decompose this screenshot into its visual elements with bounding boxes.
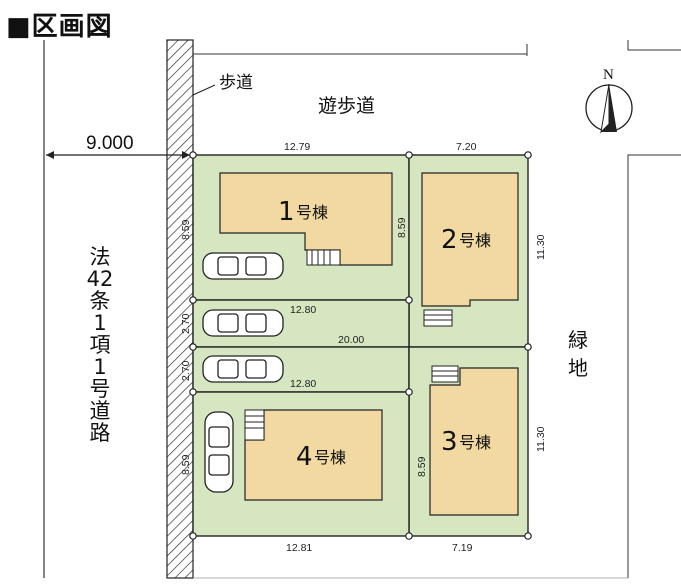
road-law-char: 路 <box>89 421 111 445</box>
dim-driveway-top: 12.80 <box>290 304 316 316</box>
building-1-suffix: 号棟 <box>296 203 328 222</box>
north-label: N <box>603 67 614 83</box>
road-law-char: 1 <box>93 355 107 379</box>
building-1-number: 1 <box>278 197 295 227</box>
road-law-char: 項 <box>89 333 111 357</box>
road-law-char: 条 <box>89 289 111 313</box>
road-width-label: 9.000 <box>86 133 134 154</box>
sidewalk-strip <box>166 39 194 579</box>
sidewalk-label: 歩道 <box>219 73 253 93</box>
corner-markers <box>189 151 532 540</box>
building-4-number: 4 <box>296 442 313 472</box>
dim-lot4-left: 8.59 <box>180 454 192 475</box>
building-2-suffix: 号棟 <box>459 231 491 250</box>
dim-top-left: 12.79 <box>284 141 310 153</box>
dim-lot1-left: 8.59 <box>180 219 192 240</box>
road-law-char: 号 <box>89 377 111 401</box>
dim-driveway-bottom: 12.80 <box>290 378 316 390</box>
dim-driveway-width: 20.00 <box>338 334 364 346</box>
entrance-steps-3 <box>431 365 459 383</box>
page-title: ■区画図 <box>6 12 113 42</box>
road-law-char: 42 <box>86 267 114 291</box>
dim-lot1-right: 8.59 <box>396 217 408 238</box>
sidewalk-leader <box>192 84 216 96</box>
car-icon <box>202 252 284 280</box>
building-3-suffix: 号棟 <box>459 433 491 452</box>
entrance-steps-2 <box>423 309 453 327</box>
road-law-char: 道 <box>89 399 111 423</box>
dim-lot2-right: 11.30 <box>535 234 547 260</box>
promenade-label: 遊歩道 <box>318 95 375 117</box>
car-icon <box>204 411 234 493</box>
dim-bottom-right: 7.19 <box>452 542 473 554</box>
dim-lot3-right: 11.30 <box>535 426 547 452</box>
dim-driveway-bottom-height: 2.70 <box>180 360 192 381</box>
road-law-char: 法 <box>89 245 111 269</box>
car-icon <box>202 355 284 383</box>
entrance-steps-1 <box>306 249 341 266</box>
building-2 <box>421 172 519 307</box>
car-icon <box>202 309 284 337</box>
arrow-head-right <box>182 151 190 159</box>
green-belt-char: 地 <box>568 356 588 380</box>
building-3 <box>429 367 519 516</box>
dim-driveway-top-height: 2.70 <box>180 313 192 334</box>
arrow-head-left <box>46 151 54 159</box>
green-belt-label: 緑 地 <box>558 326 598 382</box>
building-2-number: 2 <box>441 225 458 255</box>
building-4-suffix: 号棟 <box>314 448 346 467</box>
building-3-number: 3 <box>441 427 458 457</box>
north-compass-icon: N <box>585 67 633 134</box>
entrance-steps-4 <box>244 409 265 441</box>
road-law-char: 1 <box>93 311 107 335</box>
dim-lot4-right: 8.59 <box>416 456 428 477</box>
road-law-label: 法 42 条 1 項 1 号 道 路 <box>80 246 120 444</box>
dim-bottom-left: 12.81 <box>286 542 312 554</box>
right-boundary-bottom <box>627 154 681 578</box>
right-boundary-top <box>627 40 681 51</box>
dim-top-right: 7.20 <box>456 141 477 153</box>
green-belt-char: 緑 <box>568 328 588 352</box>
